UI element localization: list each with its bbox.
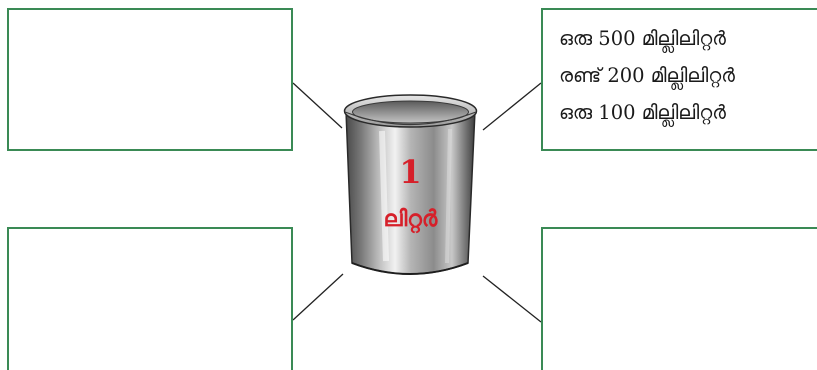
- measure-quantity: 200: [607, 64, 645, 87]
- measure-unit: മില്ലിലിറ്റർ: [650, 64, 735, 87]
- measure-line-1: ഒരു 500 മില്ലിലിറ്റർ: [559, 20, 817, 57]
- measure-line-2: രണ്ട് 200 മില്ലിലിറ്റർ: [559, 57, 817, 94]
- volume-unit: ലിറ്റർ: [383, 207, 438, 232]
- measure-line-3: ഒരു 100 മില്ലിലിറ്റർ: [559, 94, 817, 131]
- measure-count-word: ഒരു: [559, 101, 593, 124]
- container-icon: [343, 94, 478, 275]
- connector-top-right: [482, 82, 542, 131]
- measure-list: ഒരു 500 മില്ലിലിറ്റർ രണ്ട് 200 മില്ലിലിറ…: [559, 20, 817, 131]
- measure-quantity: 100: [598, 101, 636, 124]
- connector-top-left: [292, 82, 343, 129]
- answer-box-bottom-right[interactable]: [541, 227, 817, 370]
- connector-bottom-left: [292, 273, 344, 321]
- measure-count-word: രണ്ട്: [559, 64, 602, 87]
- measure-unit: മില്ലിലിറ്റർ: [641, 27, 726, 50]
- answer-box-bottom-left[interactable]: [7, 227, 293, 370]
- answer-box-top-left[interactable]: [7, 8, 293, 151]
- measure-quantity: 500: [598, 27, 636, 50]
- volume-number: 1: [399, 153, 422, 191]
- connector-bottom-right: [482, 275, 542, 323]
- measure-unit: മില്ലിലിറ്റർ: [641, 101, 726, 124]
- answer-box-top-right: ഒരു 500 മില്ലിലിറ്റർ രണ്ട് 200 മില്ലിലിറ…: [541, 8, 817, 151]
- measure-count-word: ഒരു: [559, 27, 593, 50]
- litre-container: 1 ലിറ്റർ: [338, 85, 483, 280]
